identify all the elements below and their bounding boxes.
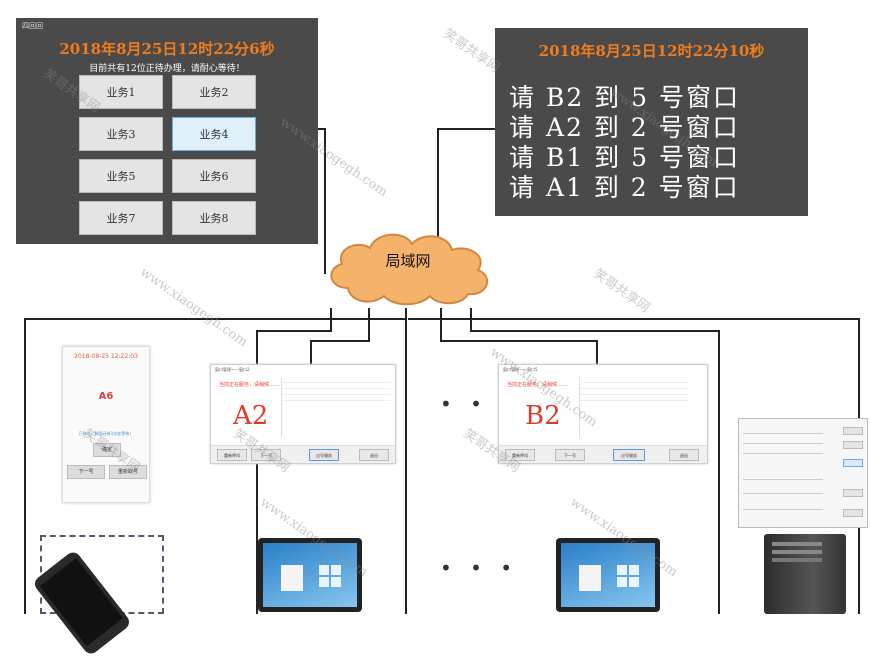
call-line-4: 请 A1 到 2 号窗口 [509, 173, 740, 202]
watermark-url-3: www.xiaogegh.com [137, 264, 251, 351]
lan-mid-left-drop [256, 330, 258, 614]
lan-win-b-up [596, 340, 598, 364]
link-kiosk-horizontal [318, 128, 326, 130]
call-line-1: 请 B2 到 5 号窗口 [509, 83, 740, 112]
counter-b-exit-button[interactable]: 退出 [669, 449, 699, 461]
counter-b-skip-button[interactable]: 过号服务 [613, 449, 645, 461]
business-button-3[interactable]: 业务3 [79, 117, 163, 151]
counter-b-next-button[interactable]: 下一号 [555, 449, 585, 461]
counter-a-skip-button[interactable]: 过号服务 [309, 449, 339, 461]
lan-win-a-link [310, 340, 370, 342]
counter-b-message: 当前正在服务，请稍候…… [507, 382, 568, 388]
call-line-3: 请 B1 到 5 号窗口 [509, 143, 740, 172]
business-button-4[interactable]: 业务4 [172, 117, 256, 151]
counter-a-number: A2 [233, 401, 269, 431]
lan-mid-right-drop [718, 330, 720, 614]
lan-win-b-link2 [440, 308, 442, 342]
lan-cloud-icon [330, 233, 489, 306]
business-button-1[interactable]: 业务1 [79, 75, 163, 109]
lan-mid-right-link [470, 330, 720, 332]
business-button-5[interactable]: 业务5 [79, 159, 163, 193]
server-tower-icon [764, 534, 846, 614]
counter-b-title: 窗口管理——窗口5 [503, 367, 538, 372]
mobile-ticket-number: A6 [98, 391, 114, 402]
business-button-7[interactable]: 业务7 [79, 201, 163, 235]
counter-window-b: 窗口管理——窗口5 当前正在服务，请稍候…… B2 重新呼叫 下一号 过号服务 … [498, 364, 708, 464]
lan-left-bus [24, 318, 406, 320]
lan-win-a-up [310, 340, 312, 364]
watermark-cn-3: 笑哥共享网 [590, 266, 653, 316]
business-button-8[interactable]: 业务8 [172, 201, 256, 235]
counter-a-queue-table [281, 377, 391, 437]
counter-a-toolbar: 重新呼叫 下一号 过号服务 退出 [211, 445, 395, 463]
calling-display-screen: 2018年8月25日12时22分10秒 请 B2 到 5 号窗口 请 A2 到 … [495, 28, 808, 216]
kiosk-notice: 目前共有12位正待办理，请耐心等待！ [89, 64, 245, 74]
mobile-next-button[interactable]: 下一号 [67, 465, 105, 479]
counter-a-next-button[interactable]: 下一号 [251, 449, 281, 461]
counter-b-recall-button[interactable]: 重新呼叫 [505, 449, 535, 461]
business-button-6[interactable]: 业务6 [172, 159, 256, 193]
counter-a-message: 当前正在服务，请稍候…… [219, 382, 280, 388]
lan-mid-left-bus [330, 308, 332, 330]
mobile-ok-button[interactable]: 确定 [93, 443, 121, 457]
lan-label: 局域网 [385, 252, 431, 270]
counter-b-number: B2 [525, 401, 561, 431]
counter-a-exit-button[interactable]: 退出 [359, 449, 389, 461]
lan-win-a-link2 [368, 308, 370, 342]
lan-center-drop [405, 308, 407, 614]
counter-a-recall-button[interactable]: 重新呼叫 [217, 449, 247, 461]
kiosk-clock: 2018年8月25日12时22分6秒 [59, 40, 275, 58]
ticket-kiosk-screen: 四回回 2018年8月25日12时22分6秒 目前共有12位正待办理，请耐心等待… [16, 18, 318, 244]
counter-b-toolbar: 重新呼叫 下一号 过号服务 退出 [499, 445, 707, 463]
laptop-icon-b [556, 538, 660, 612]
counter-window-a: 窗口管理——窗口2 当前正在服务，请稍候…… A2 重新呼叫 下一号 过号服务 … [210, 364, 396, 464]
link-kiosk-vertical [324, 128, 326, 274]
lan-left-drop [24, 318, 26, 614]
link-display-horizontal [437, 128, 495, 130]
display-clock: 2018年8月25日12时22分10秒 [538, 42, 765, 60]
server-admin-window [738, 418, 868, 528]
counter-a-title: 窗口管理——窗口2 [215, 367, 250, 372]
mobile-retake-button[interactable]: 重新取号 [109, 465, 147, 479]
business-button-2[interactable]: 业务2 [172, 75, 256, 109]
lan-win-b-link [440, 340, 598, 342]
link-display-vertical [437, 128, 439, 238]
call-line-2: 请 A2 到 2 号窗口 [509, 113, 740, 142]
kiosk-window-title: 四回回 [22, 22, 43, 30]
mobile-ticket-screen: 2018-08-25 12:22:03 A6 已取号，前面还有1位在等待！ 确定… [62, 346, 150, 503]
mobile-info: 已取号，前面还有1位在等待！ [78, 431, 134, 436]
counter-b-queue-table [579, 377, 689, 437]
lan-right-bus [408, 318, 860, 320]
laptop-icon-a [258, 538, 362, 612]
lan-mid-left-link [256, 330, 332, 332]
lan-mid-right-up [470, 308, 472, 332]
mobile-date: 2018-08-25 12:22:03 [74, 353, 138, 360]
ellipsis-lower: • • • [440, 556, 519, 580]
